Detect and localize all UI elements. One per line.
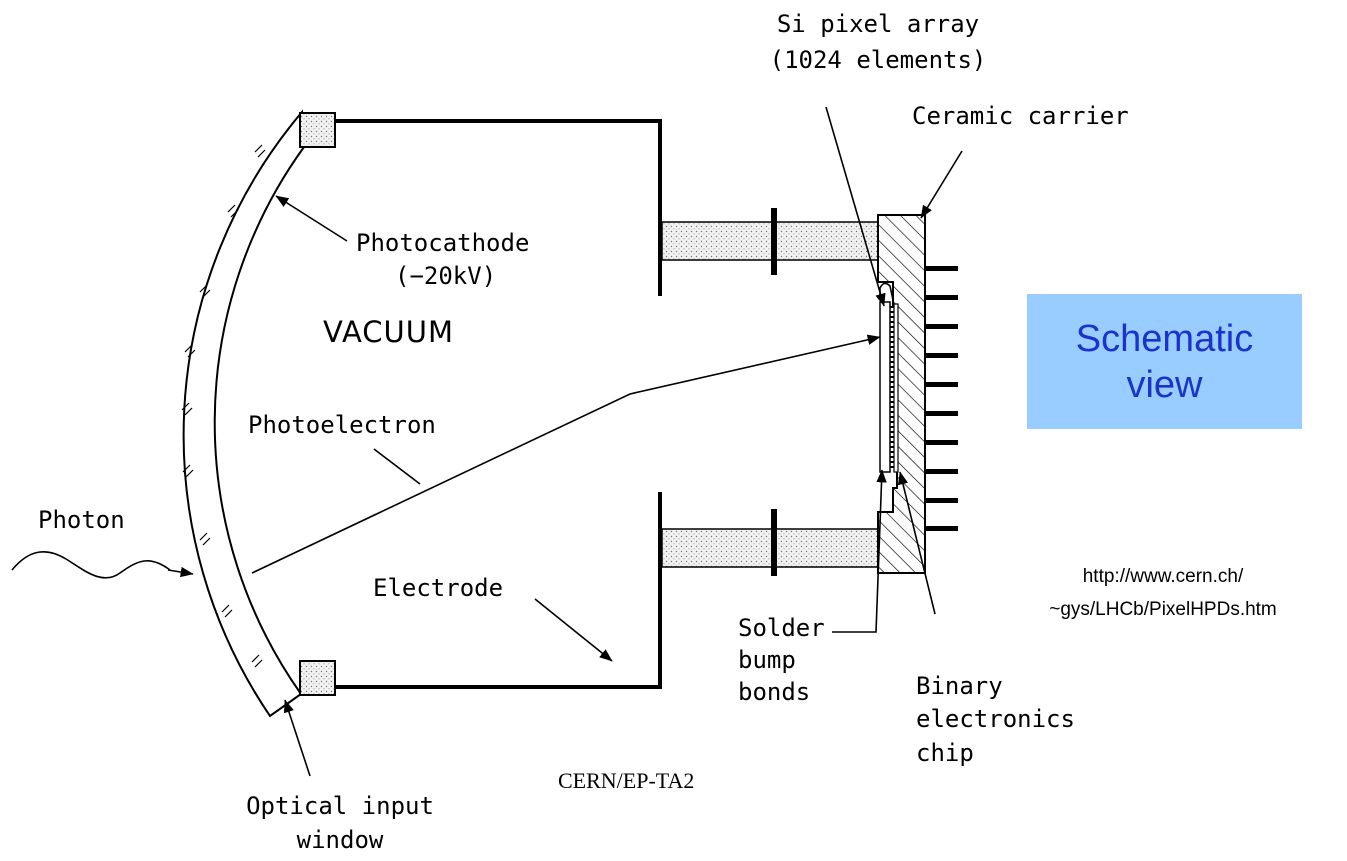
photoelectron-leader xyxy=(373,448,421,485)
credit-label: CERN/EP-TA2 xyxy=(558,768,695,793)
binary-chip-arrow xyxy=(897,471,936,615)
solder-label-2: bump xyxy=(738,646,796,674)
ceramic-carrier-label: Ceramic carrier xyxy=(912,102,1129,130)
source-url-line-2: ~gys/LHCb/PixelHPDs.htm xyxy=(1049,599,1277,620)
solder-label-1: Solder xyxy=(738,614,825,642)
si-pixel-array-count-label: (1024 elements) xyxy=(769,46,987,74)
binary-electronics-chip xyxy=(893,303,899,473)
si-pixel-array xyxy=(879,301,891,473)
flange-bottom xyxy=(771,509,777,576)
photocathode-arrow xyxy=(275,195,348,242)
binary-chip-label-1: Binary xyxy=(916,672,1003,700)
schematic-callout-line-1: Schematic xyxy=(1075,317,1254,360)
electrode-label: Electrode xyxy=(373,574,504,602)
photoelectron-trajectory xyxy=(251,334,881,574)
insulator-top xyxy=(661,221,879,261)
photon-wave xyxy=(11,551,171,579)
si-pixel-array-arrow xyxy=(825,106,886,307)
tube-body-top xyxy=(335,119,662,296)
photocathode-voltage-label: (−20kV) xyxy=(395,262,497,290)
window-seal-bottom xyxy=(299,660,336,696)
sensor-clip xyxy=(879,282,894,301)
glass-hatch-marks xyxy=(181,144,266,668)
photon-label: Photon xyxy=(38,506,125,534)
binary-chip-label-2: electronics xyxy=(916,705,1075,733)
photocathode-label: Photocathode xyxy=(356,229,530,257)
binary-chip-label-3: chip xyxy=(916,739,974,767)
insulator-bottom xyxy=(661,528,879,568)
photoelectron-label: Photoelectron xyxy=(248,411,436,439)
si-pixel-array-label: Si pixel array xyxy=(776,10,980,38)
solder-bonds-leader xyxy=(832,469,887,633)
electrode-arrow xyxy=(534,598,613,662)
vacuum-label: VACUUM xyxy=(323,315,455,349)
optical-window-label-2: window xyxy=(296,826,384,854)
optical-window-arrow xyxy=(283,699,311,777)
window-seal-top xyxy=(299,112,336,148)
flange-top xyxy=(771,208,777,275)
schematic-callout-line-2: view xyxy=(1126,363,1203,406)
optical-window-label-1: Optical input xyxy=(246,792,434,820)
connector-pins xyxy=(925,266,958,531)
electrode xyxy=(335,492,662,689)
schematic-view-callout: Schematic view xyxy=(1027,294,1302,429)
solder-label-3: bonds xyxy=(738,678,811,706)
source-url-line-1: http://www.cern.ch/ xyxy=(1082,566,1244,587)
ceramic-carrier-arrow xyxy=(920,150,963,219)
photon-arrow xyxy=(167,566,194,578)
